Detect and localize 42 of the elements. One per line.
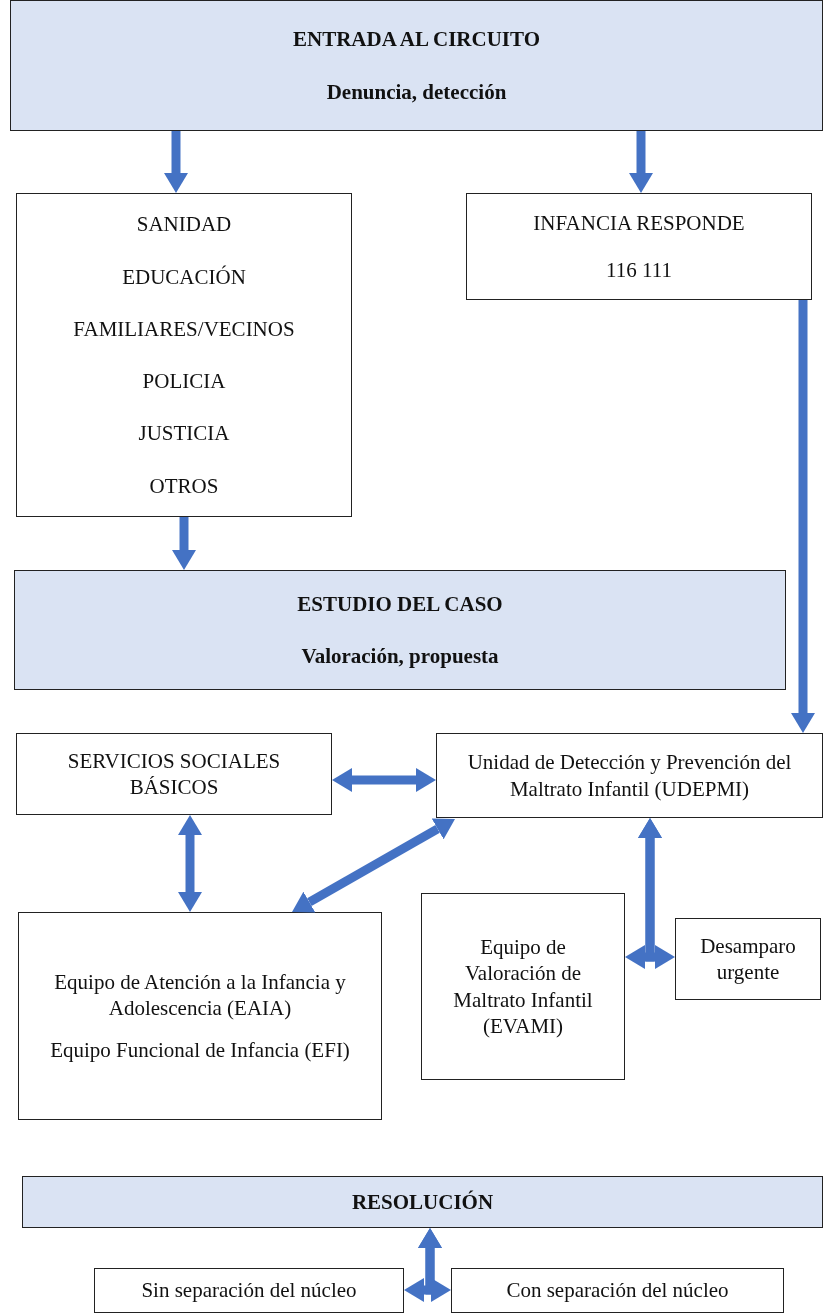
stage-heading: ENTRADA AL CIRCUITO [293,26,540,53]
process-box [451,1268,784,1313]
node-text: JUSTICIA [138,420,230,447]
stage-heading: RESOLUCIÓN [351,1188,494,1216]
arrow [164,131,188,193]
node-text: FAMILIARES/VECINOS [73,315,295,342]
node-text: SERVICIOS SOCIALES BÁSICOS [66,747,282,801]
stage-subtitle: Denuncia, detección [326,78,507,105]
process-box [466,193,812,300]
node-text: SANIDAD [136,211,232,238]
node-text: Unidad de Detección y Prevención del Maltrato Infantil (UDEPMI) [466,749,793,802]
node-text: 116 111 [606,256,672,283]
node-text: EDUCACIÓN [122,263,246,290]
process-box [421,893,625,1080]
arrow [178,815,202,912]
stage-heading: ESTUDIO DEL CASO [297,590,503,617]
process-box [16,733,332,815]
stage-band [22,1176,823,1228]
node-text: Equipo de Atención a la Infancia y Adolescencia (EAIA) [53,968,347,1022]
process-box [436,733,823,818]
arrow [332,768,436,792]
arrow [629,131,653,193]
node-text: Sin separación del núcleo [141,1277,357,1304]
stage-band [14,570,786,690]
process-box [18,912,382,1120]
node-text: Equipo de Valoración de Maltrato Infantil (EVAMI) [452,934,594,1039]
arrow [791,300,815,733]
arrow [292,818,455,913]
node-text: OTROS [149,472,219,499]
node-text: Con separación del núcleo [506,1277,729,1304]
arrow [172,517,196,570]
node-text: Desamparo urgente [699,932,797,986]
arrow [638,818,675,969]
process-box [16,193,352,517]
process-box [94,1268,404,1313]
node-text: Equipo Funcional de Infancia (EFI) [50,1037,350,1064]
stage-subtitle: Valoración, propuesta [301,643,499,670]
arrow [418,1228,451,1302]
process-box [675,918,821,1000]
node-text: INFANCIA RESPONDE [533,210,745,237]
node-text: POLICIA [142,368,226,395]
stage-band [10,0,823,131]
